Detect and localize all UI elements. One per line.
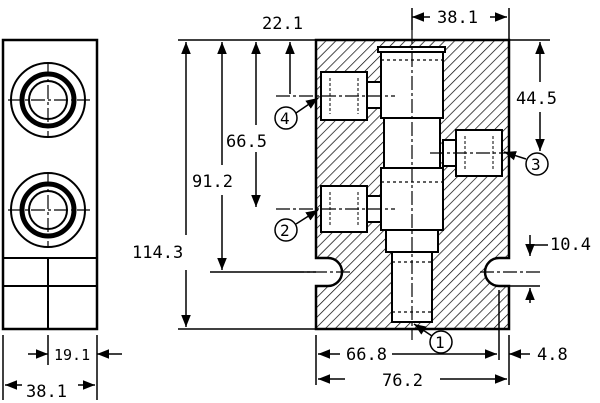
port-4-callout-circle — [274, 106, 298, 130]
port-callouts — [274, 97, 549, 354]
port-1-callout-circle — [429, 330, 453, 354]
port-2-cavity — [320, 185, 382, 233]
port-3-label: 3 — [531, 155, 541, 174]
dim-10-4-label: 10.4 — [550, 235, 591, 255]
side-view — [1, 38, 122, 400]
dim-38-1-top-label: 38.1 — [437, 8, 478, 28]
dim-4-8-label: 4.8 — [537, 345, 568, 365]
section-dimensions — [178, 8, 550, 385]
dim-91-2-label: 91.2 — [192, 172, 233, 192]
side-port-lower-icon — [8, 172, 90, 248]
dim-19-1-label: 19.1 — [54, 346, 90, 364]
port-2-label: 2 — [280, 221, 290, 240]
dim-22-1-label: 22.1 — [262, 14, 303, 34]
port-4-label: 4 — [280, 109, 290, 128]
dim-66-8-label: 66.8 — [346, 345, 387, 365]
port-2-callout-circle — [274, 218, 298, 242]
dim-66-5-label: 66.5 — [226, 132, 267, 152]
side-view-outline — [1, 38, 99, 331]
port-3-callout-circle — [525, 152, 549, 176]
dim-76-2-label: 76.2 — [382, 371, 423, 391]
port-1-label: 1 — [435, 333, 445, 352]
dim-38-1-bottom-label: 38.1 — [26, 382, 67, 402]
dim-114-3-label: 114.3 — [132, 243, 183, 263]
dim-44-5-label: 44.5 — [516, 89, 557, 109]
section-view — [276, 30, 540, 340]
side-port-upper-icon — [8, 62, 90, 138]
